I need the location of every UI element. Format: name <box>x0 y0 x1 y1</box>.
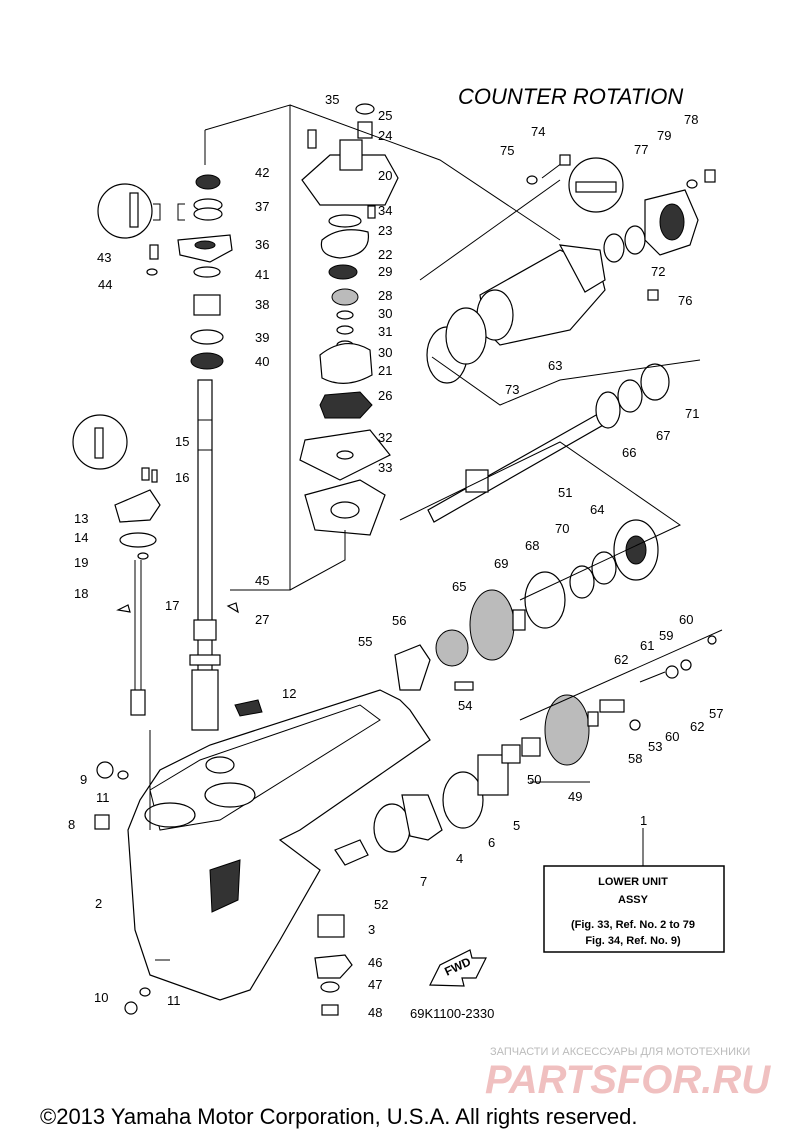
callout-label: 17 <box>165 598 179 613</box>
callout-label: 5 <box>513 818 520 833</box>
callout-label: 11 <box>96 790 110 805</box>
part-code: 69K1100-2330 <box>410 1006 494 1021</box>
callout-label: 69 <box>494 556 508 571</box>
watermark-small: ЗАПЧАСТИ И АКСЕССУАРЫ ДЛЯ МОТОТЕХНИКИ <box>490 1046 750 1058</box>
callout-label: 51 <box>558 485 572 500</box>
callout-label: 60 <box>679 612 693 627</box>
callout-label: 38 <box>255 297 269 312</box>
callout-label: 61 <box>640 638 654 653</box>
callout-label: 63 <box>548 358 562 373</box>
callout-label: 66 <box>622 445 636 460</box>
callout-label: 27 <box>255 612 269 627</box>
callout-label: 12 <box>282 686 296 701</box>
callout-label: 1 <box>640 813 647 828</box>
fwd-arrow-icon: FWD <box>429 949 487 987</box>
callout-label: 71 <box>685 406 699 421</box>
callout-label: 53 <box>648 739 662 754</box>
callout-label: 37 <box>255 199 269 214</box>
callout-label: 33 <box>378 460 392 475</box>
callout-label: 46 <box>368 955 382 970</box>
callout-label: 77 <box>634 142 648 157</box>
callout-label: 25 <box>378 108 392 123</box>
callout-label: 78 <box>684 112 698 127</box>
callout-label: 11 <box>167 993 181 1008</box>
callout-label: 40 <box>255 354 269 369</box>
callout-label: 29 <box>378 264 392 279</box>
callout-label: 14 <box>74 530 88 545</box>
callout-label: 35 <box>325 92 339 107</box>
callout-label: 8 <box>68 817 75 832</box>
callout-label: 56 <box>392 613 406 628</box>
callout-label: 62 <box>614 652 628 667</box>
callout-label: 58 <box>628 751 642 766</box>
callout-label: 54 <box>458 698 472 713</box>
copyright: ©2013 Yamaha Motor Corporation, U.S.A. A… <box>40 1104 637 1129</box>
callout-label: 76 <box>678 293 692 308</box>
callout-label: 9 <box>80 772 87 787</box>
callout-label: 18 <box>74 586 88 601</box>
callout-label: 72 <box>651 264 665 279</box>
assy-line4: Fig. 34, Ref. No. 9) <box>585 935 681 947</box>
callout-label: 15 <box>175 434 189 449</box>
callout-label: 34 <box>378 203 392 218</box>
diagram-title: COUNTER ROTATION <box>458 84 683 109</box>
callout-label: 57 <box>709 706 723 721</box>
callout-label: 47 <box>368 977 382 992</box>
callout-label: 45 <box>255 573 269 588</box>
callout-label: 28 <box>378 288 392 303</box>
callout-label: 30 <box>378 345 392 360</box>
callout-label: 7 <box>420 874 427 889</box>
callout-label: 39 <box>255 330 269 345</box>
callout-label: 62 <box>690 719 704 734</box>
callout-label: 36 <box>255 237 269 252</box>
callout-label: 23 <box>378 223 392 238</box>
callout-label: 19 <box>74 555 88 570</box>
callout-label: 60 <box>665 729 679 744</box>
assy-line3: (Fig. 33, Ref. No. 2 to 79 <box>571 919 695 931</box>
callout-label: 55 <box>358 634 372 649</box>
callout-label: 43 <box>97 250 111 265</box>
callout-label: 21 <box>378 363 392 378</box>
callout-label: 3 <box>368 922 375 937</box>
assy-line2: ASSY <box>618 894 649 906</box>
callout-label: 49 <box>568 789 582 804</box>
callout-label: 64 <box>590 502 604 517</box>
callout-label: 52 <box>374 897 388 912</box>
callout-label: 68 <box>525 538 539 553</box>
callout-label: 50 <box>527 772 541 787</box>
callout-label: 20 <box>378 168 392 183</box>
callout-label: 6 <box>488 835 495 850</box>
callout-label: 74 <box>531 124 545 139</box>
callout-label: 30 <box>378 306 392 321</box>
assy-line1: LOWER UNIT <box>598 876 668 888</box>
callout-label: 4 <box>456 851 463 866</box>
callout-label: 10 <box>94 990 108 1005</box>
callout-label: 73 <box>505 382 519 397</box>
callout-label: 22 <box>378 247 392 262</box>
callout-label: 48 <box>368 1005 382 1020</box>
callout-label: 67 <box>656 428 670 443</box>
callout-label: 41 <box>255 267 269 282</box>
callout-label: 32 <box>378 430 392 445</box>
callout-label: 65 <box>452 579 466 594</box>
callout-label: 44 <box>98 277 112 292</box>
callout-label: 75 <box>500 143 514 158</box>
callout-label: 79 <box>657 128 671 143</box>
callout-label: 24 <box>378 128 392 143</box>
callout-label: 26 <box>378 388 392 403</box>
callout-label: 70 <box>555 521 569 536</box>
callout-label: 59 <box>659 628 673 643</box>
callout-label: 2 <box>95 896 102 911</box>
callout-label: 13 <box>74 511 88 526</box>
watermark-logo: PARTSFOR.RU <box>485 1058 771 1102</box>
assy-box <box>543 865 725 953</box>
callout-label: 31 <box>378 324 392 339</box>
callout-label: 16 <box>175 470 189 485</box>
callout-label: 42 <box>255 165 269 180</box>
